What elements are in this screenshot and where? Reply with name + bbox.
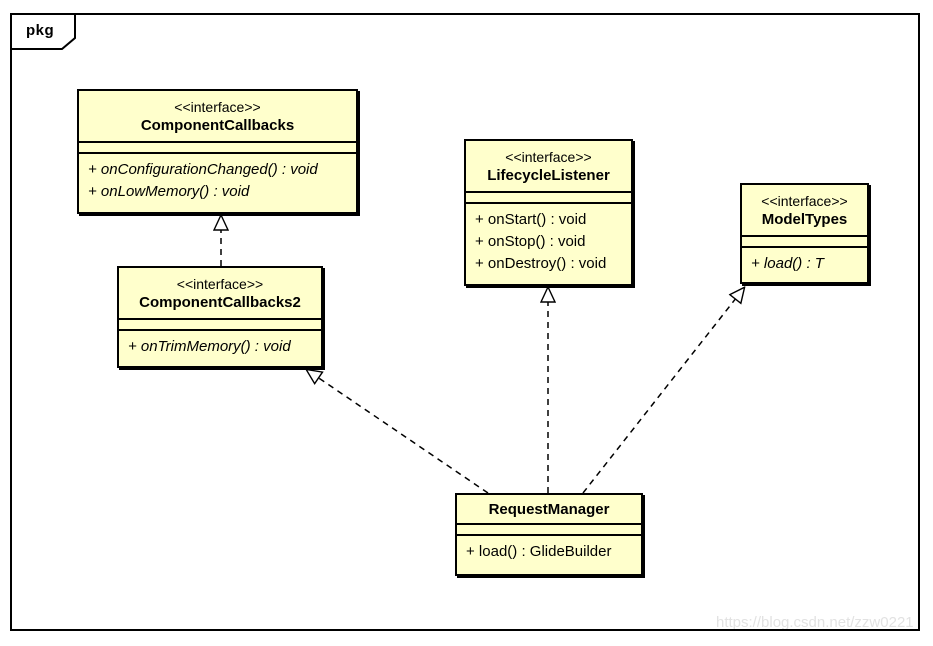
watermark-text: https://blog.csdn.net/zzw0221 — [716, 614, 914, 631]
package-tab-label: pkg — [26, 22, 55, 39]
method-item: + load() : GlideBuilder — [466, 543, 612, 560]
class-title: <<interface>> LifecycleListener — [466, 141, 631, 191]
method-item: + onStop() : void — [475, 233, 586, 250]
class-title: <<interface>> ComponentCallbacks — [79, 91, 356, 141]
stereotype-label: <<interface>> — [176, 276, 264, 292]
stereotype-label: <<interface>> — [761, 193, 848, 209]
class-box-component-callbacks: <<interface>> ComponentCallbacks + onCon… — [77, 89, 358, 214]
class-name: ComponentCallbacks2 — [139, 294, 301, 311]
method-item: + onDestroy() : void — [475, 255, 607, 272]
class-name: RequestManager — [488, 501, 610, 518]
class-title: <<interface>> ModelTypes — [742, 185, 867, 235]
realization-arrow-rm-to-mt — [582, 288, 744, 494]
methods-compartment: + load() : T — [742, 248, 867, 282]
attributes-compartment — [457, 523, 641, 536]
class-name: LifecycleListener — [487, 167, 610, 184]
method-item: + onStart() : void — [475, 211, 587, 228]
class-name: ComponentCallbacks — [140, 117, 295, 134]
method-item: + load() : T — [751, 255, 824, 272]
class-title: RequestManager — [457, 495, 641, 523]
attributes-compartment — [742, 235, 867, 248]
attributes-compartment — [119, 318, 321, 331]
attributes-compartment — [79, 141, 356, 154]
class-box-component-callbacks2: <<interface>> ComponentCallbacks2 + onTr… — [117, 266, 323, 368]
methods-compartment: + load() : GlideBuilder — [457, 536, 641, 574]
attributes-compartment — [466, 191, 631, 204]
methods-compartment: + onConfigurationChanged() : void + onLo… — [79, 154, 356, 212]
class-box-lifecycle-listener: <<interface>> LifecycleListener + onStar… — [464, 139, 633, 286]
class-title: <<interface>> ComponentCallbacks2 — [119, 268, 321, 318]
method-item: + onConfigurationChanged() : void — [88, 161, 318, 178]
method-item: + onLowMemory() : void — [88, 183, 250, 200]
class-box-request-manager: RequestManager + load() : GlideBuilder — [455, 493, 643, 576]
class-name: ModelTypes — [761, 211, 848, 228]
methods-compartment: + onStart() : void + onStop() : void + o… — [466, 204, 631, 284]
stereotype-label: <<interface>> — [174, 99, 261, 115]
methods-compartment: + onTrimMemory() : void — [119, 331, 321, 366]
realization-arrow-rm-to-cc2 — [307, 370, 489, 494]
method-item: + onTrimMemory() : void — [128, 338, 291, 355]
stereotype-label: <<interface>> — [505, 149, 592, 165]
class-box-model-types: <<interface>> ModelTypes + load() : T — [740, 183, 869, 284]
